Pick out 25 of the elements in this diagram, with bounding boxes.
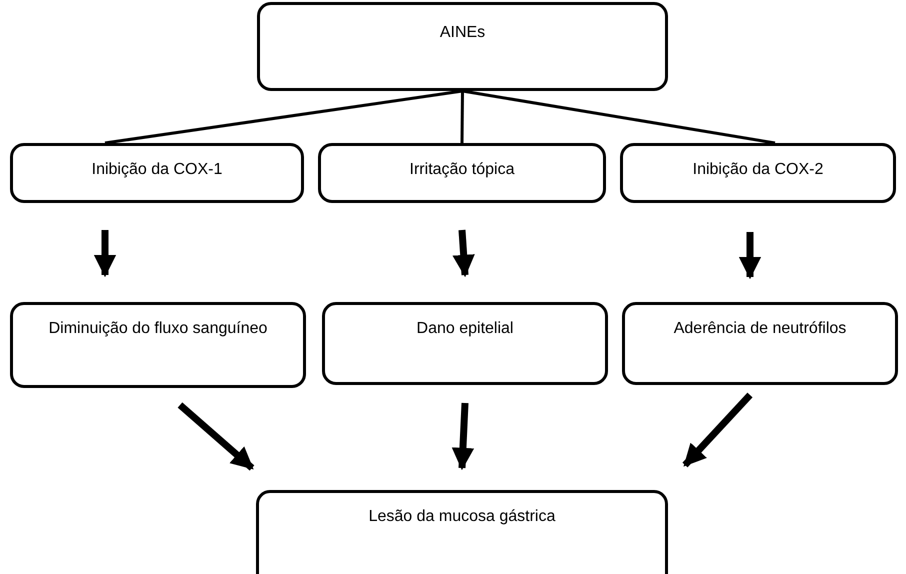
box-text: Diminuição do fluxo sanguíneo — [48, 319, 268, 339]
box-text: Irritação tópica — [410, 160, 514, 180]
arrow — [738, 232, 762, 280]
process-box — [10, 302, 306, 388]
box-text: Aderência de neutrófilos — [674, 319, 846, 339]
process-box — [318, 143, 606, 203]
box-text: AINEs — [440, 23, 486, 43]
process-box — [322, 302, 608, 385]
connector-line — [460, 90, 464, 144]
process-box — [256, 490, 668, 574]
process-box — [622, 302, 898, 385]
process-box — [620, 143, 896, 203]
box-text: Inibição da COX-1 — [92, 160, 222, 180]
box-text: Lesão da mucosa gástrica — [368, 507, 556, 527]
connector-line — [104, 90, 463, 144]
arrow — [682, 392, 753, 468]
process-box — [10, 143, 304, 203]
box-text: Dano epitelial — [416, 319, 514, 339]
arrow — [452, 230, 475, 278]
box-text: Inibição da COX-2 — [692, 160, 824, 180]
connector-line — [462, 90, 776, 144]
arrow — [178, 402, 254, 471]
process-box — [257, 2, 668, 91]
arrow — [452, 402, 474, 470]
arrow — [94, 230, 116, 278]
